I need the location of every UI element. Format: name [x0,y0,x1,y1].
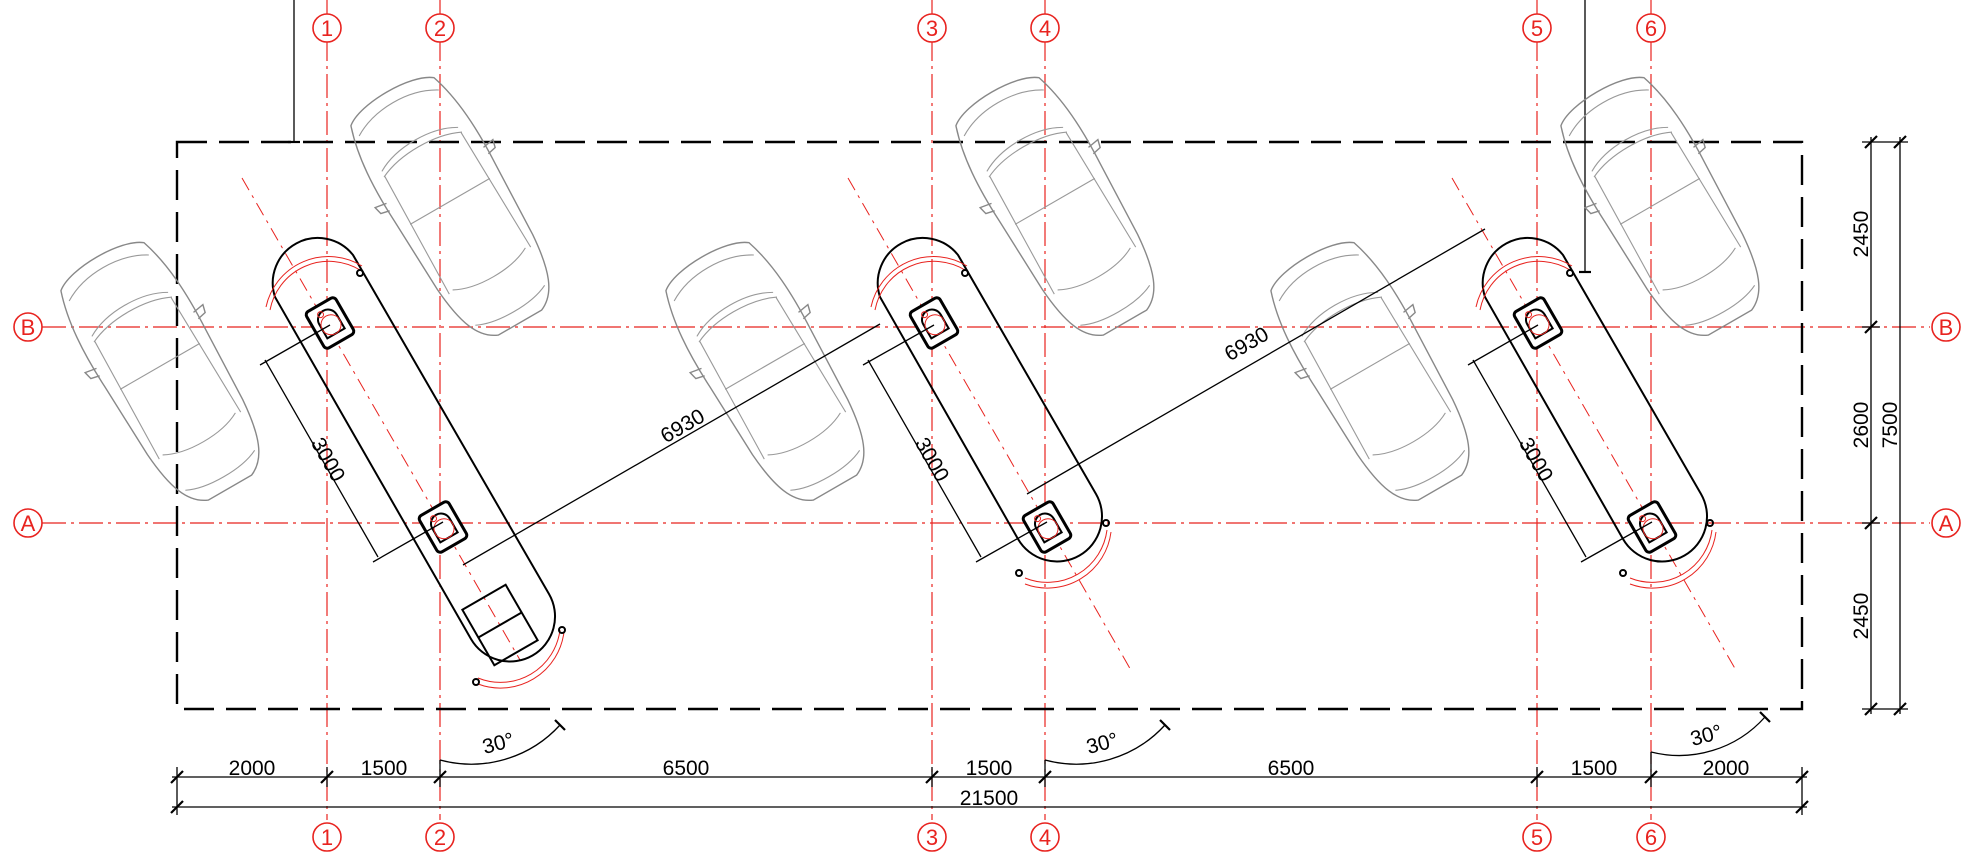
car-3 [642,222,895,523]
dim-right-1: 2450 [1850,211,1873,258]
grid-label-2-top: 2 [434,16,446,41]
angle-label-1: 30° [480,729,517,759]
grid-label-5-top: 5 [1531,16,1543,41]
grid-label-3-bottom: 3 [926,825,938,850]
charging-islands [241,177,1738,689]
car-6 [1537,57,1790,358]
angle-label-3: 30° [1688,721,1725,751]
charging-island-1 [241,177,566,689]
grid-axes [42,0,1930,820]
dim-bottom-7: 2000 [1703,757,1750,780]
grid-label-A-right: A [1939,511,1954,536]
dim-bottom-6: 1500 [1571,757,1618,780]
site-boundary [175,140,1804,711]
island-length-dimensions: 3000 3000 3000 [259,324,1653,563]
grid-label-1-bottom: 1 [321,825,333,850]
charging-island-3 [1451,177,1738,673]
grid-label-3-top: 3 [926,16,938,41]
dim-bottom-1: 2000 [229,757,276,780]
island-length-label-2: 3000 [910,434,953,486]
island-length-label-1: 3000 [306,434,349,486]
grid-label-B-right: B [1939,315,1954,340]
charging-island-2 [847,177,1133,673]
grid-label-B-left: B [21,315,36,340]
dim-bottom-2: 1500 [361,757,408,780]
dim-overall: 21500 [960,787,1018,810]
dim-right-3: 2450 [1850,593,1873,640]
grid-label-5-bottom: 5 [1531,825,1543,850]
grid-label-1-top: 1 [321,16,333,41]
car-4 [932,57,1185,358]
angle-label-2: 30° [1084,729,1121,759]
grid-bubbles-sides: B A B A [13,312,1961,538]
dim-right-2: 2600 [1850,402,1873,449]
dim-bottom-4: 1500 [966,757,1013,780]
dim-right-overall: 7500 [1879,402,1902,449]
island-length-label-3: 3000 [1514,434,1557,486]
grid-label-6-bottom: 6 [1645,825,1657,850]
bottom-dimensions: 2000 1500 6500 1500 6500 1500 2000 21500 [170,752,1809,815]
car-2 [327,57,580,358]
spacing-label-1: 6930 [657,405,709,448]
dim-bottom-3: 6500 [663,757,710,780]
grid-label-2-bottom: 2 [434,825,446,850]
car-1 [37,222,290,523]
car-5 [1247,222,1500,523]
grid-bubbles-top: 1 2 3 4 5 6 [312,13,1666,43]
dim-bottom-5: 6500 [1268,757,1315,780]
right-dimensions: 2450 2600 2450 7500 [1850,135,1908,716]
grid-label-4-bottom: 4 [1039,825,1051,850]
spacing-label-2: 6930 [1221,323,1273,366]
grid-label-A-left: A [21,511,36,536]
grid-label-6-top: 6 [1645,16,1657,41]
leader-lines [288,0,1591,274]
grid-bubbles-bottom: 1 2 3 4 5 6 [312,822,1666,852]
grid-label-4-top: 4 [1039,16,1051,41]
